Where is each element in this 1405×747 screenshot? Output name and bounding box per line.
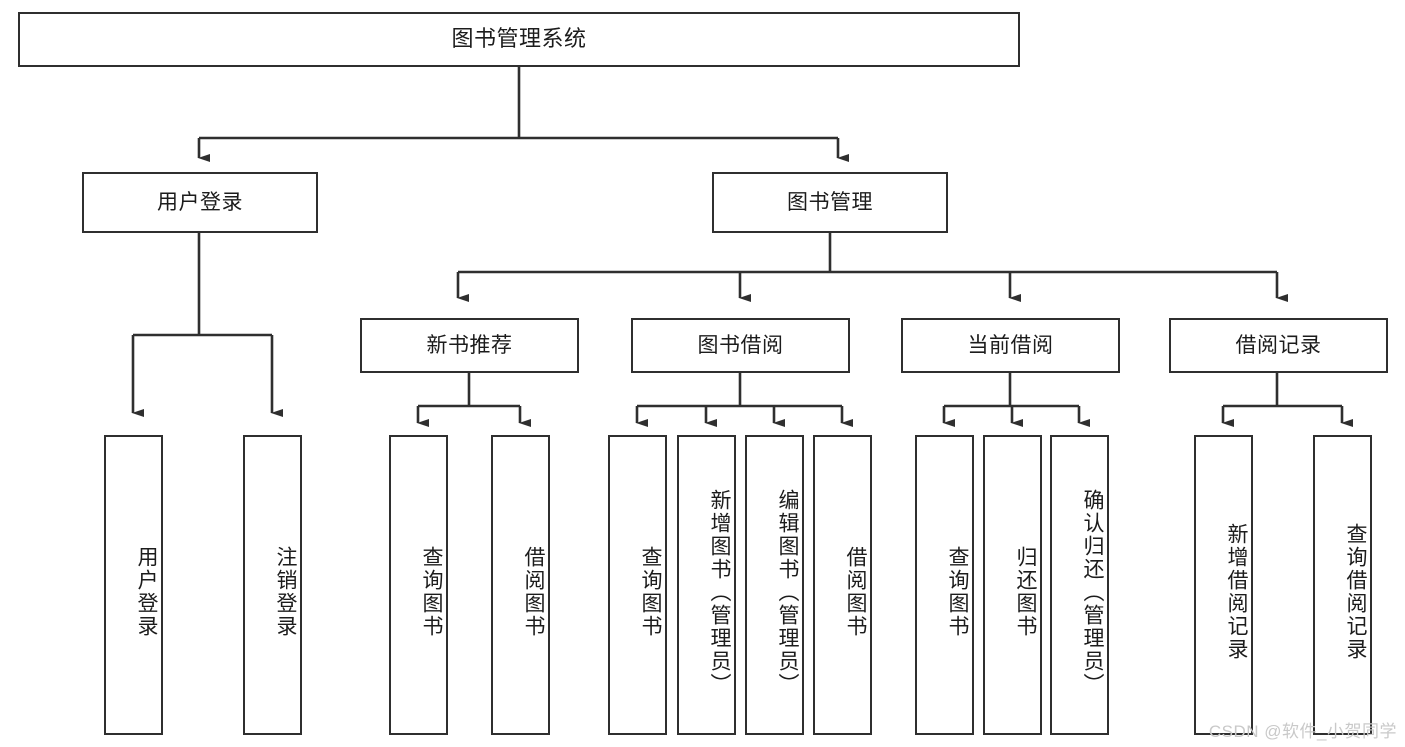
node-root-system[interactable]: 图书管理系统 — [18, 12, 1020, 67]
leaf-recommend-query-book[interactable]: 查询图书 — [389, 435, 448, 735]
node-label: 借阅图书 — [522, 546, 545, 638]
node-label: 查询图书 — [639, 546, 662, 638]
node-label: 新书推荐 — [426, 333, 513, 357]
leaf-user-login-login[interactable]: 用户登录 — [104, 435, 163, 735]
leaf-borrow-edit-book-admin[interactable]: 编辑图书（管理员） — [745, 435, 804, 735]
node-label: 用户登录 — [135, 546, 158, 638]
node-new-book-recommend[interactable]: 新书推荐 — [360, 318, 579, 373]
node-label: 图书借阅 — [697, 333, 784, 357]
leaf-recommend-borrow-book[interactable]: 借阅图书 — [491, 435, 550, 735]
node-label: 查询借阅记录 — [1344, 523, 1367, 661]
leaf-current-confirm-return-admin[interactable]: 确认归还（管理员） — [1050, 435, 1109, 735]
node-label: 新增图书（管理员） — [708, 488, 731, 696]
watermark: CSDN @软件_小贺同学 — [1208, 722, 1397, 741]
node-label: 注销登录 — [274, 546, 297, 638]
node-current-borrow[interactable]: 当前借阅 — [901, 318, 1120, 373]
node-label: 当前借阅 — [967, 333, 1054, 357]
node-label: 图书管理 — [787, 190, 873, 214]
node-book-borrow[interactable]: 图书借阅 — [631, 318, 850, 373]
leaf-borrow-query-book[interactable]: 查询图书 — [608, 435, 667, 735]
leaf-borrow-add-book-admin[interactable]: 新增图书（管理员） — [677, 435, 736, 735]
leaf-current-query-book[interactable]: 查询图书 — [915, 435, 974, 735]
node-label: 归还图书 — [1014, 546, 1037, 638]
node-label: 编辑图书（管理员） — [776, 488, 799, 696]
node-book-management[interactable]: 图书管理 — [712, 172, 948, 233]
node-user-login[interactable]: 用户登录 — [82, 172, 318, 233]
leaf-record-query-record[interactable]: 查询借阅记录 — [1313, 435, 1372, 735]
node-label: 确认归还（管理员） — [1081, 488, 1104, 696]
node-label: 查询图书 — [946, 546, 969, 638]
node-label: 借阅记录 — [1235, 333, 1322, 357]
leaf-current-return-book[interactable]: 归还图书 — [983, 435, 1042, 735]
node-label: 借阅图书 — [844, 546, 867, 638]
leaf-user-login-logout[interactable]: 注销登录 — [243, 435, 302, 735]
leaf-borrow-borrow-book[interactable]: 借阅图书 — [813, 435, 872, 735]
leaf-record-add-record[interactable]: 新增借阅记录 — [1194, 435, 1253, 735]
node-borrow-record[interactable]: 借阅记录 — [1169, 318, 1388, 373]
node-label: 图书管理系统 — [451, 26, 587, 52]
node-label: 新增借阅记录 — [1225, 523, 1248, 661]
node-label: 查询图书 — [420, 546, 443, 638]
node-label: 用户登录 — [157, 190, 243, 214]
